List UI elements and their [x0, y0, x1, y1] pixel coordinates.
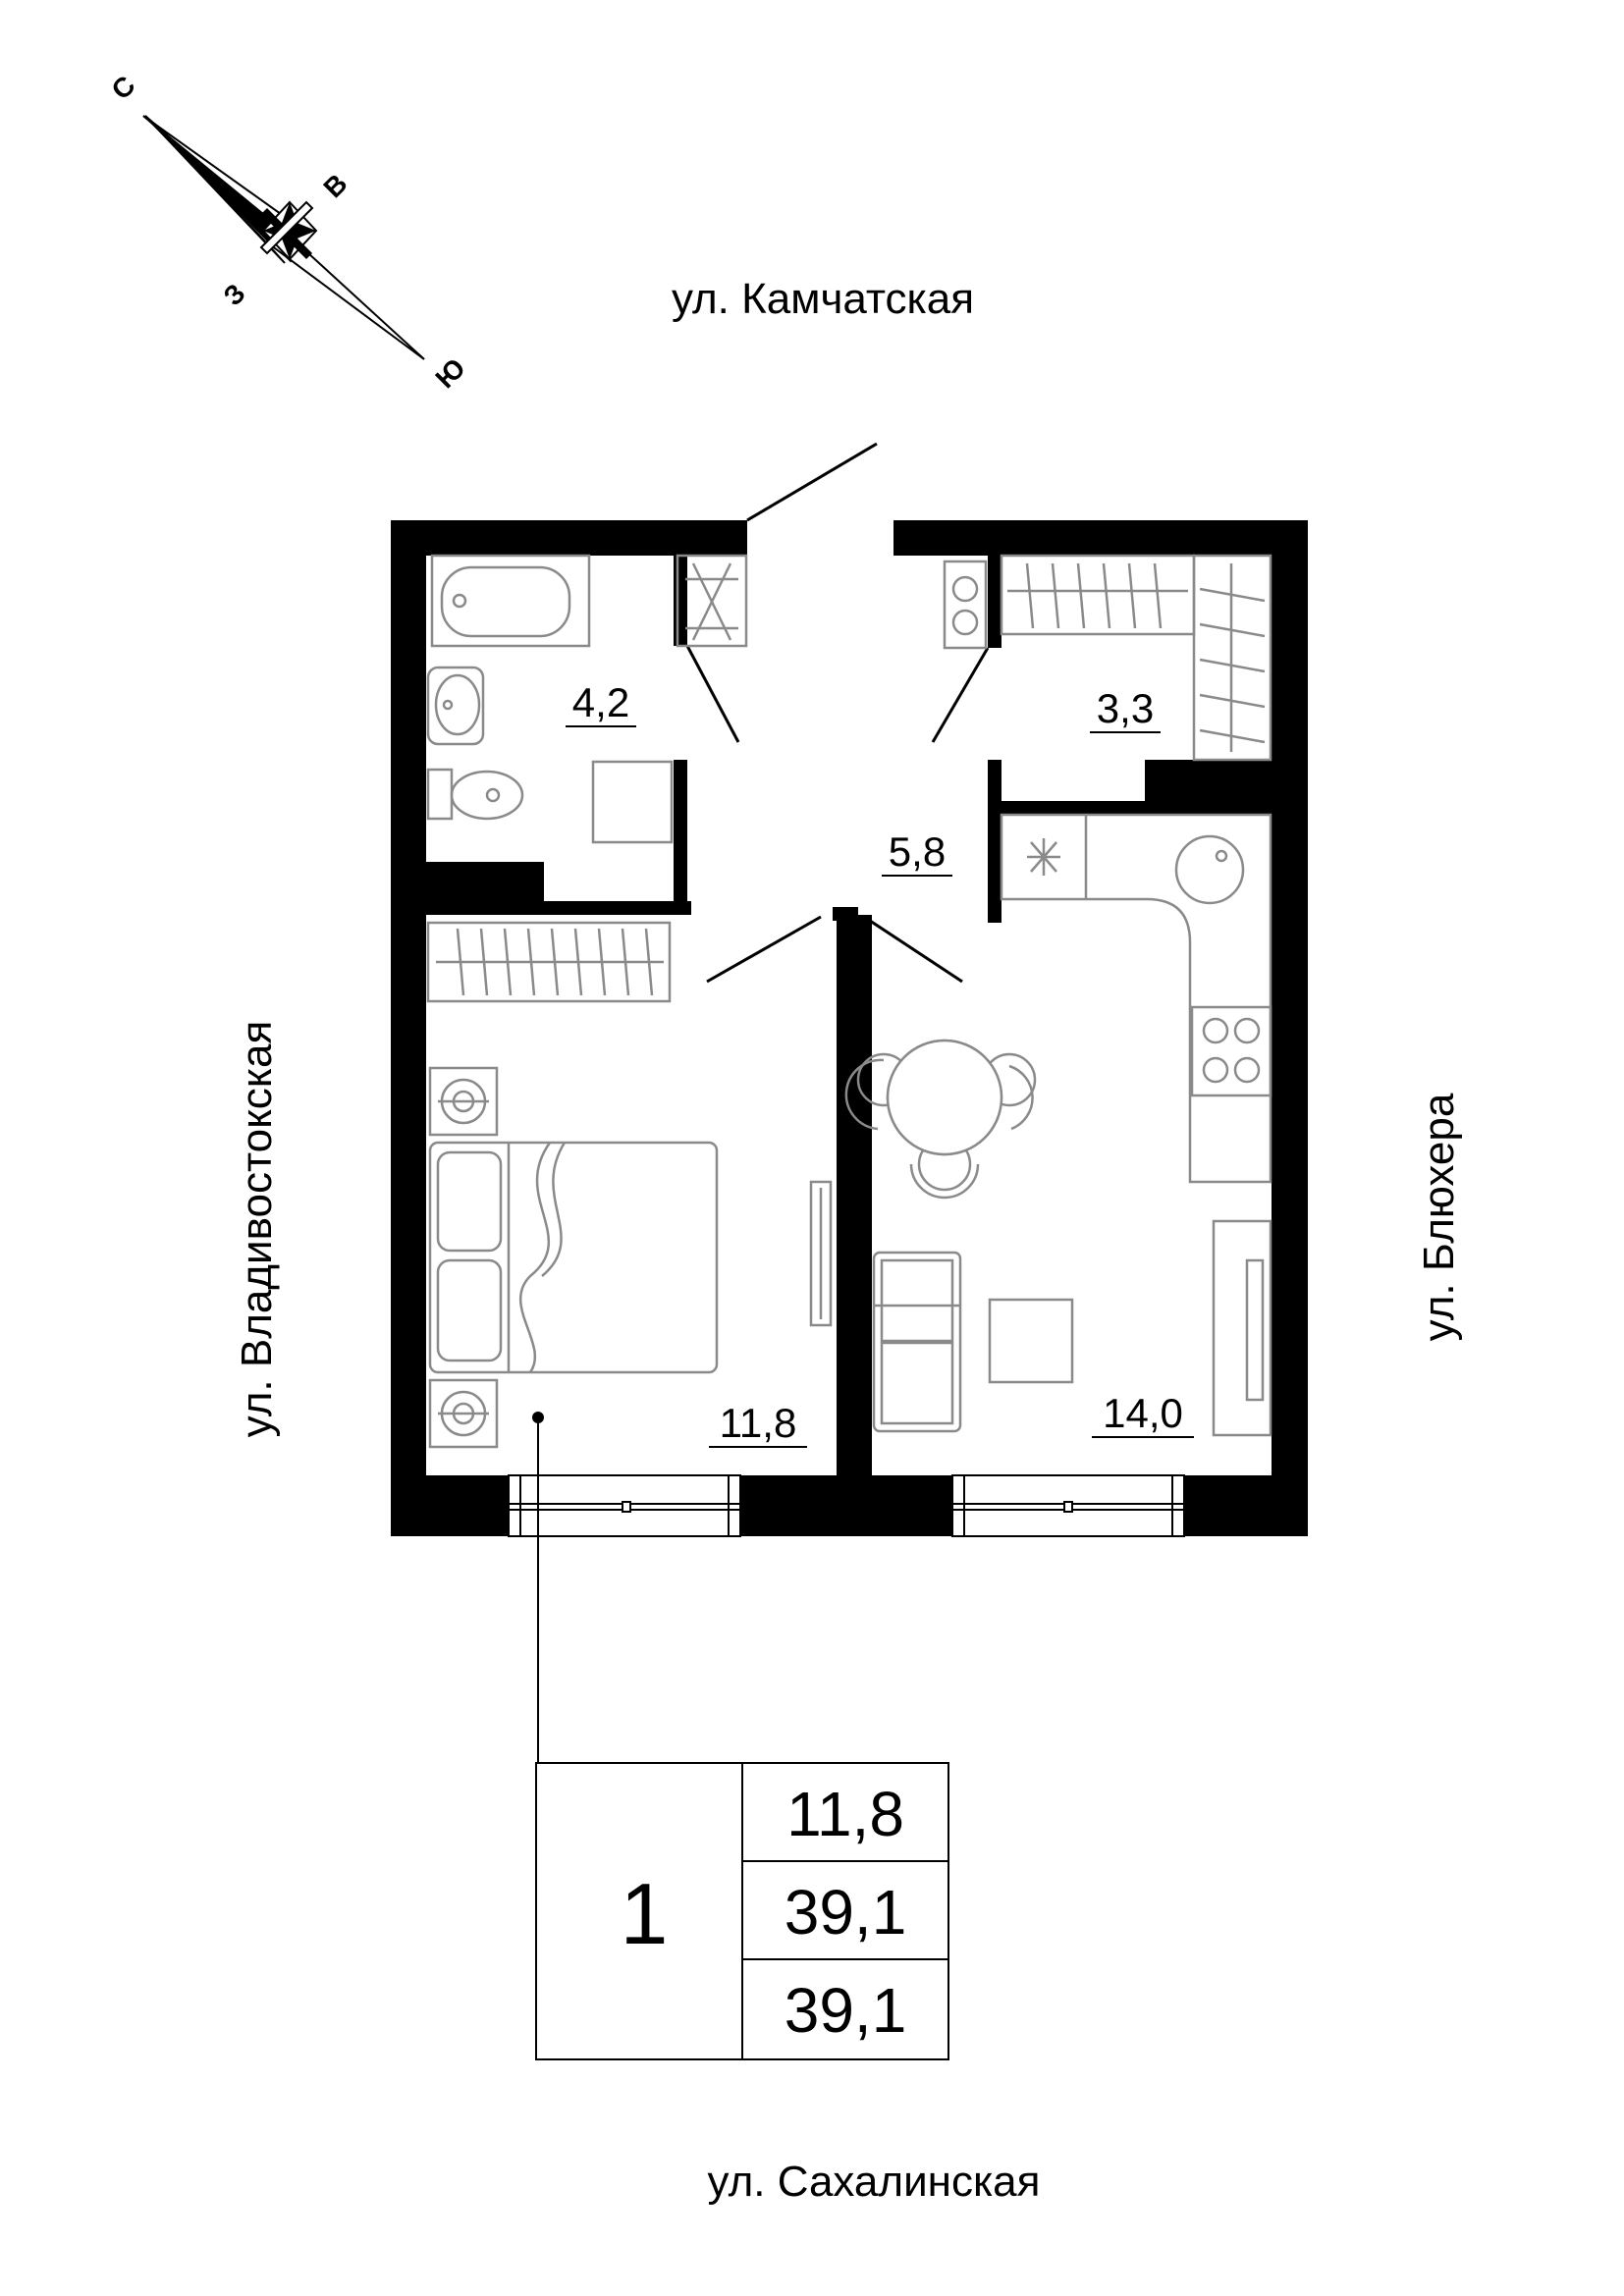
dining-table-icon [844, 1039, 1037, 1200]
room-area-bedroom: 11,8 [709, 1400, 807, 1448]
tv-cabinet-icon [1212, 1219, 1272, 1437]
compass-south-label: Ю [429, 352, 470, 394]
window-kitchen [951, 1474, 1185, 1537]
rooms-count-value: 1 [621, 1865, 669, 1962]
doors [685, 442, 990, 984]
street-east-label: ул. Блюхера [1415, 1093, 1463, 1341]
double-bed-icon [428, 1141, 719, 1374]
summary-table: 1 11,8 39,1 39,1 [535, 1762, 949, 2060]
bathroom-area-label: 4,2 [572, 679, 629, 725]
room-area-kitchen: 14,0 [1092, 1390, 1194, 1438]
street-west-label: ул. Владивостокская [233, 1021, 281, 1438]
washing-machine-icon [591, 760, 674, 844]
bathroom-shelf [676, 554, 748, 648]
walls [391, 520, 1308, 1536]
storage-area-label: 3,3 [1097, 685, 1154, 731]
coffee-table-icon [988, 1298, 1074, 1384]
room-area-storage: 3,3 [1090, 685, 1161, 733]
fridge-icon [1027, 838, 1060, 876]
bedroom-area-label: 11,8 [720, 1400, 797, 1446]
kitchen-counter [1000, 813, 1272, 1184]
storage-wardrobe [1000, 554, 1272, 762]
nightstand-lamp-icon [428, 1066, 499, 1137]
stove-icon [1190, 1005, 1272, 1097]
total-area-value: 39,1 [785, 1877, 907, 1948]
sofa-icon [872, 1251, 962, 1433]
total-area-balcony-value: 39,1 [785, 1975, 907, 2046]
street-north-label: ул. Камчатская [672, 275, 974, 323]
dryer-icon [943, 560, 988, 650]
bedroom-wardrobe [426, 921, 672, 1003]
nightstand-lamp-icon [428, 1378, 499, 1449]
compass-east-label: В [317, 168, 352, 203]
bedroom-mirror-icon [809, 1180, 833, 1327]
room-area-hall: 5,8 [882, 828, 952, 877]
living-area-value: 11,8 [786, 1779, 904, 1849]
compass-rose-icon: С В Ю З [105, 70, 470, 394]
compass-north-label: С [105, 70, 140, 105]
washbasin-icon [426, 666, 485, 746]
entry-marker [532, 1412, 544, 1763]
toilet-icon [426, 768, 524, 821]
street-south-label: ул. Сахалинская [708, 2158, 1041, 2206]
hall-area-label: 5,8 [889, 828, 946, 875]
bathtub-icon [430, 554, 591, 648]
kitchen-sink-icon [1174, 834, 1245, 905]
compass-west-label: З [217, 278, 250, 311]
kitchen-area-label: 14,0 [1103, 1390, 1183, 1436]
room-area-bathroom: 4,2 [566, 679, 636, 727]
window-bedroom [508, 1474, 741, 1537]
